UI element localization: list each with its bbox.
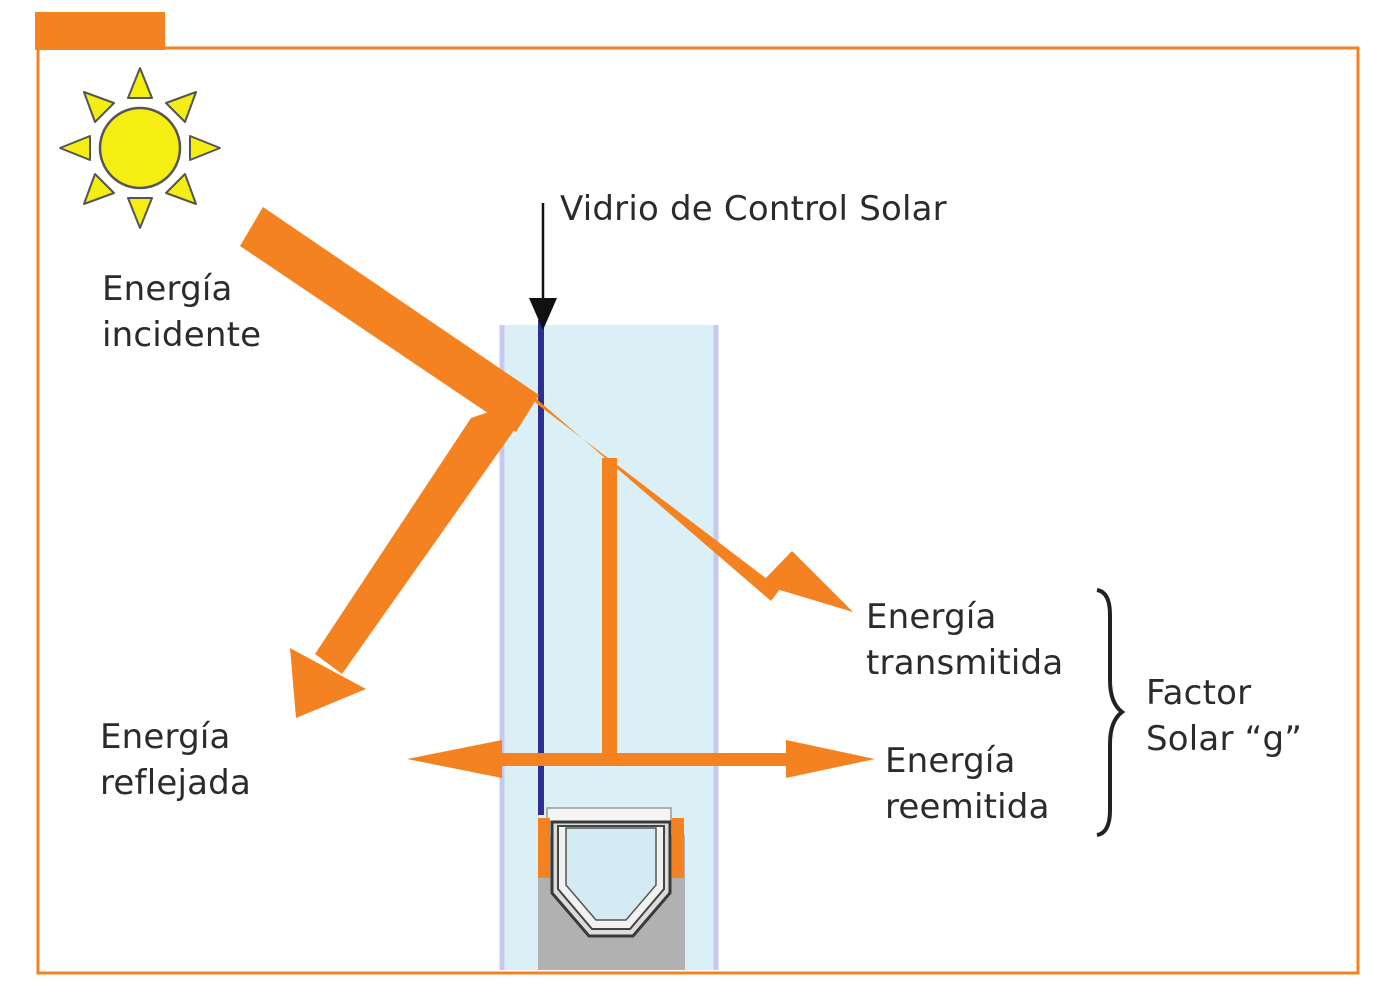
- glass-pointer-arrow: [529, 203, 557, 330]
- inner-glass-pane: [683, 325, 718, 970]
- reemitted-energy-arrows: [407, 740, 875, 778]
- spacer-interior: [565, 827, 657, 921]
- incident-label-line-1: Energía: [102, 269, 233, 309]
- reflected-label-line-2: reflejada: [100, 763, 251, 803]
- reflected-energy-label: Energía reflejada: [100, 714, 251, 806]
- spacer-top-cap: [546, 807, 672, 823]
- frame-tab: [35, 12, 165, 50]
- transmitted-label-line-1: Energía: [866, 597, 997, 637]
- double-glazing-unit: [499, 320, 719, 970]
- reemitted-label-line-1: Energía: [885, 741, 1016, 781]
- reflected-label-line-1: Energía: [100, 717, 231, 757]
- reflected-energy-arrow: [290, 395, 539, 718]
- incident-energy-beam: [240, 207, 539, 432]
- solar-factor-brace: [1096, 588, 1126, 837]
- sealant-left: [538, 818, 550, 878]
- transmitted-energy-label: Energía transmitida: [866, 594, 1063, 686]
- reemitted-label-line-2: reemitida: [885, 787, 1050, 827]
- transmitted-label-line-2: transmitida: [866, 643, 1064, 683]
- sealant-right: [672, 818, 684, 878]
- solar-factor-line-2: Solar “g”: [1146, 719, 1303, 759]
- solar-factor-label: Factor Solar “g”: [1146, 670, 1302, 762]
- glass-title-label: Vidrio de Control Solar: [560, 189, 947, 229]
- incident-energy-label: Energía incidente: [102, 266, 261, 358]
- solar-factor-line-1: Factor: [1146, 673, 1252, 713]
- reemitted-energy-label: Energía reemitida: [885, 738, 1050, 830]
- transmitted-energy-arrow: [526, 390, 853, 612]
- sun-icon: [59, 67, 221, 229]
- frame-border: [36, 46, 1360, 975]
- incident-label-line-2: incidente: [102, 315, 262, 355]
- absorbed-energy-stem: [602, 458, 617, 763]
